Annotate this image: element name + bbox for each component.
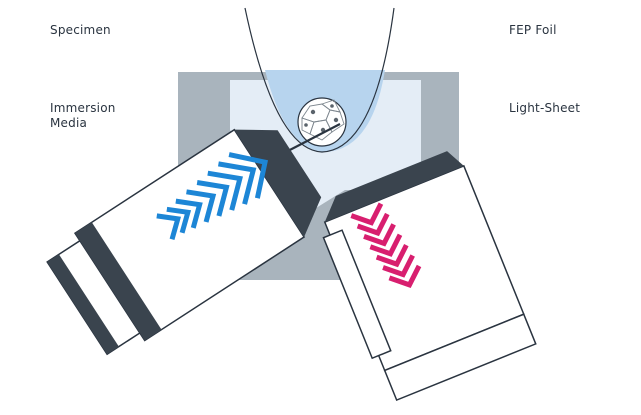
foil-outline <box>244 7 395 153</box>
sample-holder-rod <box>283 123 341 154</box>
label-specimen: Specimen <box>50 23 111 37</box>
label-fep-foil: FEP Foil <box>509 23 557 37</box>
label-light-sheet: Light-Sheet <box>509 101 581 115</box>
specimen-cells <box>297 97 347 147</box>
left-objective <box>46 128 322 356</box>
right-objective <box>322 151 537 402</box>
illumination-light-stripes <box>350 202 422 288</box>
detection-light-stripes <box>156 152 269 241</box>
label-immersion-media: Immersion Media <box>50 101 116 130</box>
